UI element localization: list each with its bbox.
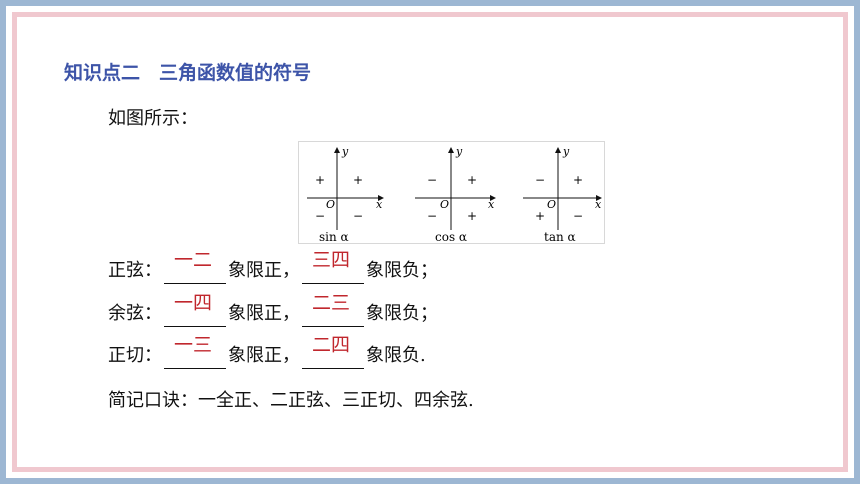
q3-sign: + [535, 209, 545, 223]
answer-text: 二三 [312, 292, 351, 314]
y-label: y [455, 145, 463, 158]
q1-sign: + [467, 173, 477, 187]
line-mid: 象限正， [228, 345, 300, 366]
answer-text: 三四 [312, 249, 351, 271]
inner-frame [12, 12, 848, 472]
q3-sign: − [427, 209, 437, 223]
line-mid: 象限正， [228, 303, 300, 324]
origin-label: O [547, 198, 556, 211]
line-end: 象限负； [366, 260, 438, 281]
mnemonic-text: 简记口诀：一全正、二正弦、三正切、四余弦. [108, 390, 474, 411]
panel-label: cos α [435, 230, 467, 244]
answer-blank: 一三 [164, 334, 226, 369]
answer-text: 二四 [312, 334, 351, 356]
line-end: 象限负； [366, 303, 438, 324]
q2-sign: − [427, 173, 437, 187]
y-label: y [341, 145, 349, 158]
q2-sign: + [315, 173, 325, 187]
answer-blank: 三四 [302, 249, 364, 284]
q4-sign: − [573, 209, 583, 223]
panel-label: sin α [319, 230, 349, 244]
answer-blank: 一二 [164, 249, 226, 284]
answer-blank: 二四 [302, 334, 364, 369]
panel-sin: y x O + + − − sin α [307, 145, 384, 244]
line-mid: 象限正， [228, 260, 300, 281]
q4-sign: − [353, 209, 363, 223]
line-label: 余弦： [108, 303, 162, 324]
cosine-line: 余弦： 一四象限正， 二三象限负； [108, 292, 438, 327]
answer-text: 一四 [174, 292, 213, 314]
q4-sign: + [467, 209, 477, 223]
x-label: x [376, 198, 383, 211]
x-label: x [595, 198, 602, 211]
line-label: 正切： [108, 345, 162, 366]
intro-text: 如图所示： [108, 108, 198, 129]
tangent-line: 正切： 一三象限正， 二四象限负. [108, 334, 426, 369]
q2-sign: − [535, 173, 545, 187]
q3-sign: − [315, 209, 325, 223]
q1-sign: + [353, 173, 363, 187]
panel-label: tan α [544, 230, 576, 244]
answer-blank: 一四 [164, 292, 226, 327]
sine-line: 正弦： 一二象限正， 三四象限负； [108, 249, 438, 284]
y-label: y [562, 145, 570, 158]
section-title: 知识点二 三角函数值的符号 [64, 62, 312, 84]
sign-diagram-svg: y x O + + − − sin α y x O − + − + cos α … [307, 145, 602, 244]
panel-tan: y x O − + + − tan α [523, 145, 602, 244]
origin-label: O [326, 198, 335, 211]
answer-blank: 二三 [302, 292, 364, 327]
line-label: 正弦： [108, 260, 162, 281]
q1-sign: + [573, 173, 583, 187]
panel-cos: y x O − + − + cos α [415, 145, 496, 244]
sign-diagram: y x O + + − − sin α y x O − + − + cos α … [298, 141, 605, 244]
x-label: x [488, 198, 495, 211]
answer-text: 一三 [174, 334, 213, 356]
answer-text: 一二 [174, 249, 213, 271]
line-end: 象限负. [366, 345, 426, 366]
origin-label: O [440, 198, 449, 211]
